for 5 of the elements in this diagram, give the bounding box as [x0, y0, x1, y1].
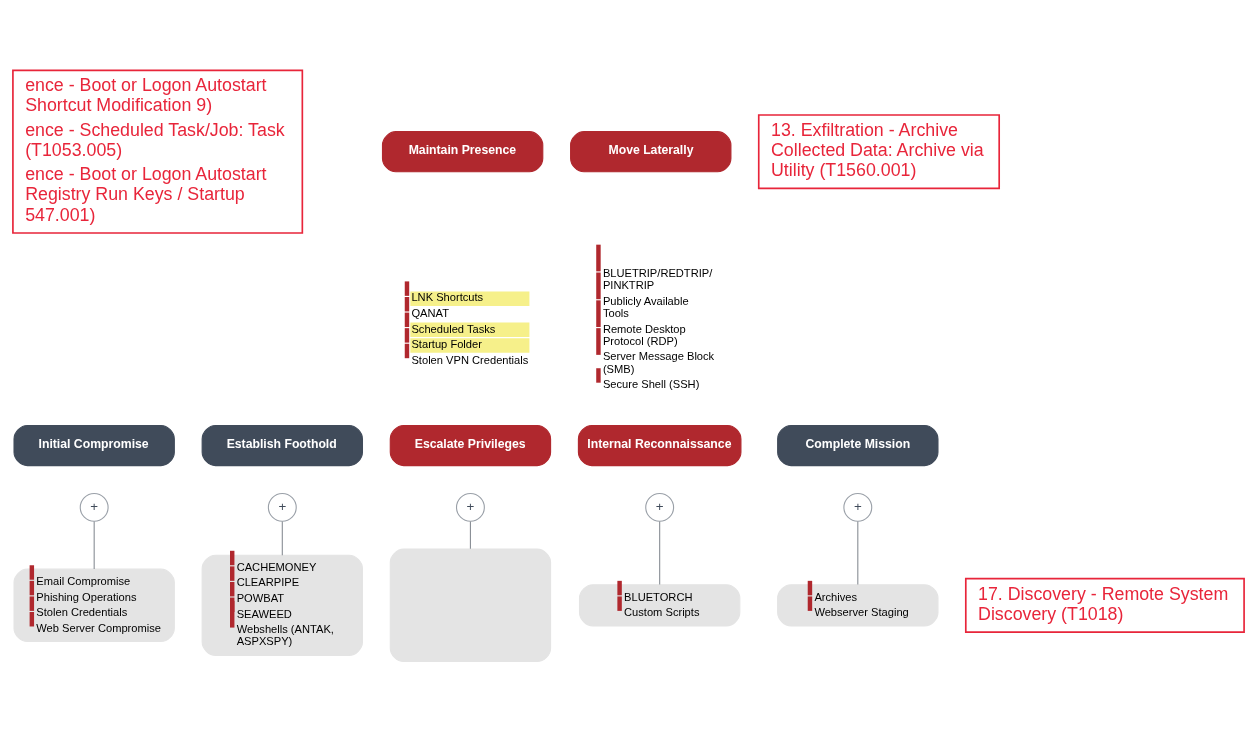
node-label: Publicly Available Tools [602, 294, 689, 320]
node-label: Secure Shell (SSH) [602, 378, 700, 391]
node-label: Remote Desktop Protocol (RDP) [602, 322, 686, 347]
node-label: Server Message Block (SMB) [602, 350, 715, 375]
node-label: BLUETRIP/REDTRIP/ PINKTRIP [602, 266, 713, 292]
